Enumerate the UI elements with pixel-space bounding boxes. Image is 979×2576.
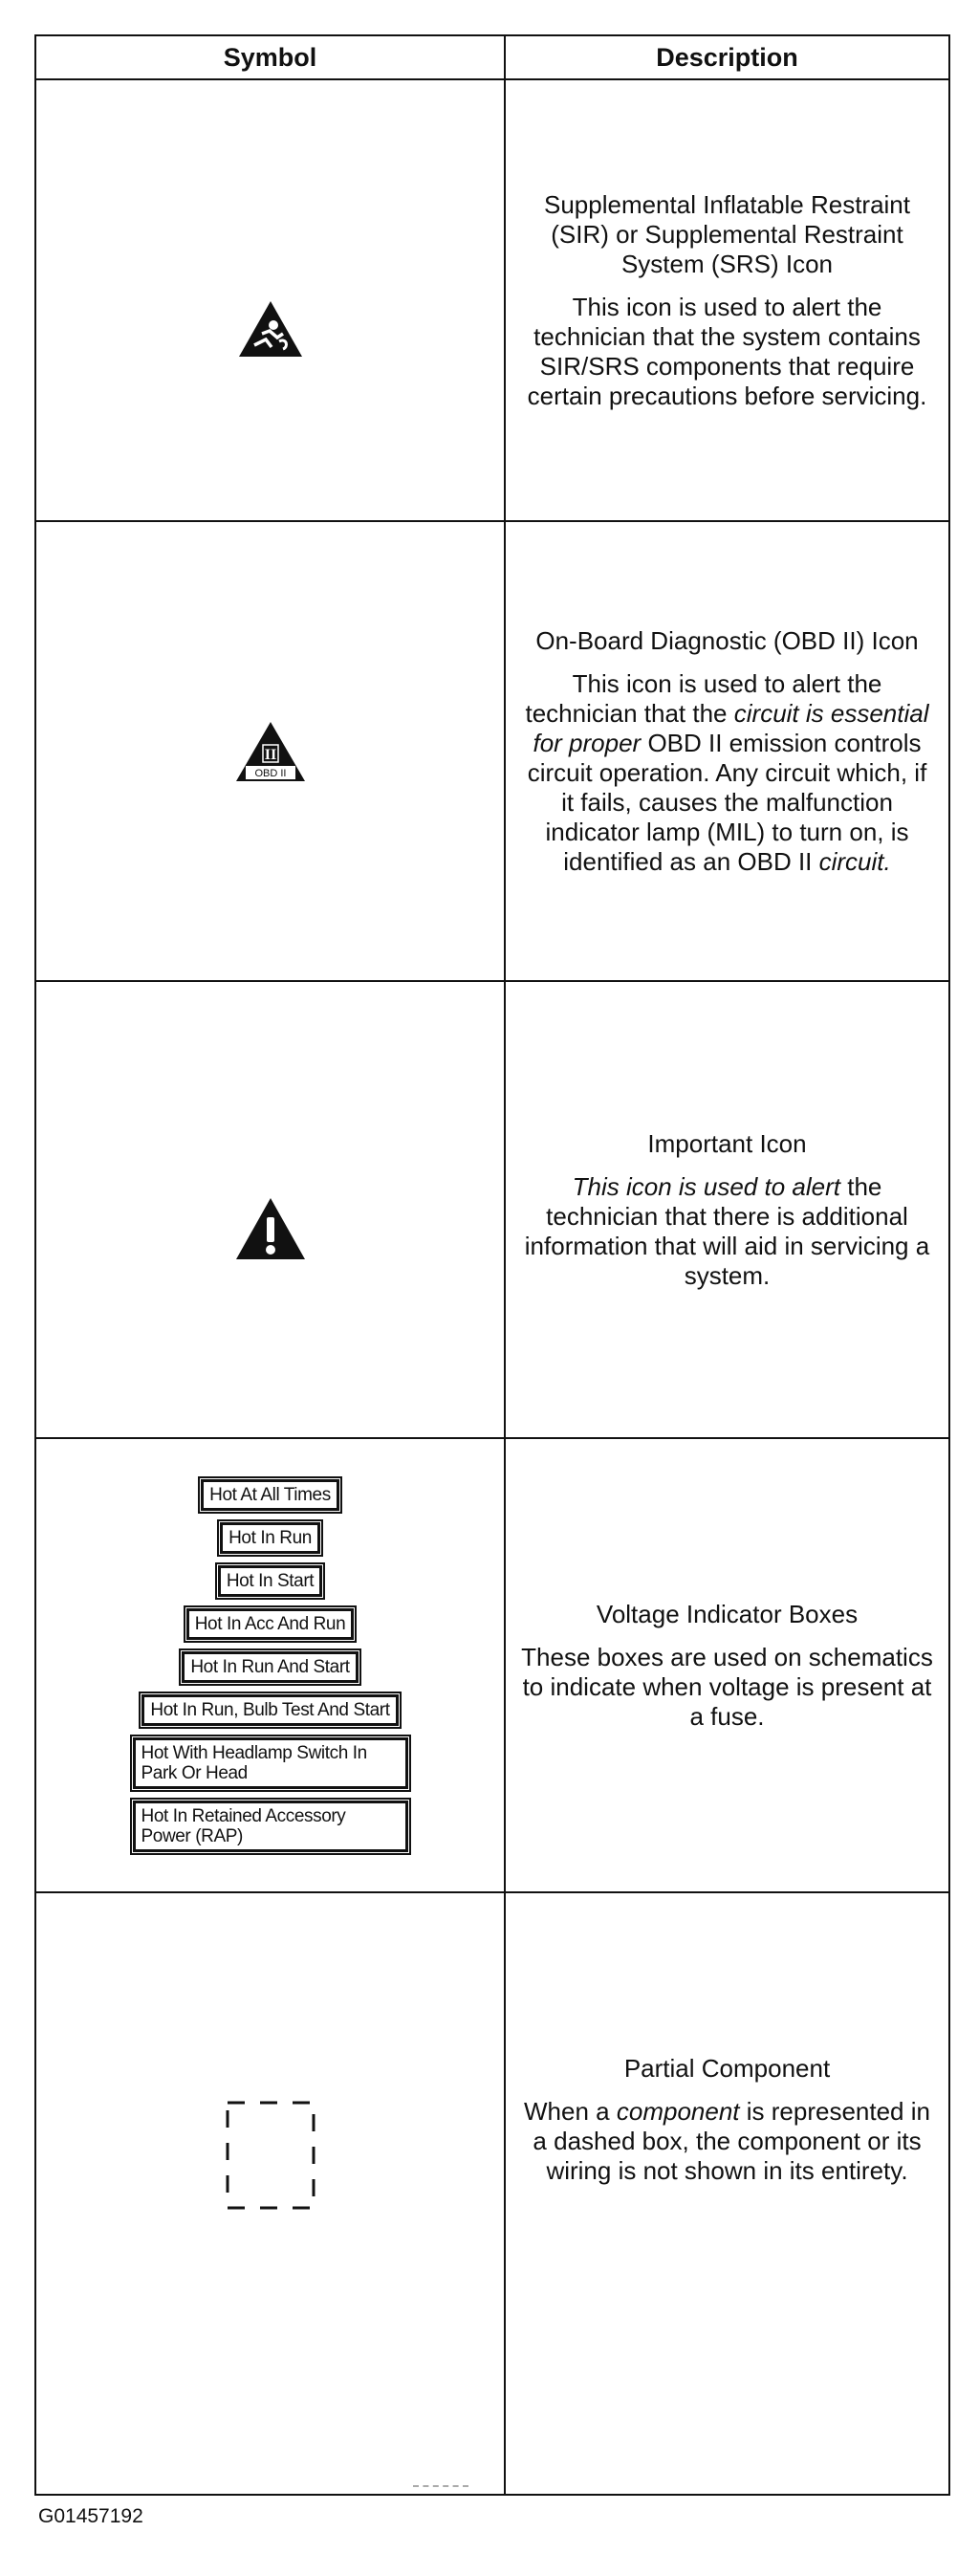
voltage-box: Hot In Run <box>220 1521 320 1554</box>
table-row: Hot At All Times Hot In Run Hot In Start… <box>34 1437 950 1893</box>
voltage-box: Hot In Acc And Run <box>185 1607 355 1640</box>
description-title: Supplemental Inflatable Restraint (SIR) … <box>543 189 910 278</box>
table-row: II OBD II On-Board Diagnostic (OBD II) I… <box>34 520 950 982</box>
description-title: Important Icon <box>647 1128 807 1158</box>
description-title: Partial Component <box>623 2054 831 2083</box>
voltage-box: Hot In Run And Start <box>182 1650 359 1683</box>
obd-icon-label: OBD II <box>254 768 286 779</box>
description-cell: On-Board Diagnostic (OBD II) Icon This i… <box>504 520 950 982</box>
symbol-cell <box>34 1891 506 2496</box>
description-cell: Supplemental Inflatable Restraint (SIR) … <box>504 78 950 522</box>
description-body: When a component is represented in a das… <box>524 2097 930 2185</box>
symbol-cell <box>34 980 506 1439</box>
header-description: Description <box>504 34 950 80</box>
important-exclamation-icon <box>235 1198 305 1259</box>
description-body: This icon is used to alert the technicia… <box>525 668 929 876</box>
description-body: This icon is used to alert the technicia… <box>527 292 927 410</box>
description-body: This icon is used to alert the technicia… <box>524 1171 930 1290</box>
symbol-cell <box>34 78 506 522</box>
svg-text:II: II <box>264 747 275 763</box>
description-cell: Partial Component When a component is re… <box>504 1891 950 2496</box>
description-body: These boxes are used on schematics to in… <box>521 1642 933 1731</box>
voltage-box: Hot At All Times <box>201 1478 339 1511</box>
header-symbol: Symbol <box>34 34 506 80</box>
voltage-box: Hot With Headlamp Switch In Park Or Head <box>132 1736 408 1789</box>
symbol-cell: Hot At All Times Hot In Run Hot In Start… <box>34 1437 506 1893</box>
voltage-box: Hot In Run, Bulb Test And Start <box>141 1693 399 1726</box>
description-title: On-Board Diagnostic (OBD II) Icon <box>535 625 919 655</box>
voltage-box: Hot In Retained Accessory Power (RAP) <box>132 1800 408 1852</box>
symbol-legend-table: Symbol Description Supplemental Infla <box>34 34 950 2496</box>
table-row: Supplemental Inflatable Restraint (SIR) … <box>34 78 950 522</box>
voltage-indicator-boxes: Hot At All Times Hot In Run Hot In Start… <box>36 1478 504 1852</box>
description-title: Voltage Indicator Boxes <box>596 1599 859 1628</box>
symbol-cell: II OBD II <box>34 520 506 982</box>
table-header-row: Symbol Description <box>34 34 950 80</box>
dashed-box-icon <box>226 2101 315 2210</box>
voltage-box: Hot In Start <box>217 1564 323 1597</box>
scan-artifact <box>413 2485 468 2487</box>
obd-ii-warning-icon: II OBD II <box>235 721 305 781</box>
table-row: Important Icon This icon is used to aler… <box>34 980 950 1439</box>
table-row: Partial Component When a component is re… <box>34 1891 950 2496</box>
sir-airbag-warning-icon <box>238 301 302 357</box>
description-cell: Important Icon This icon is used to aler… <box>504 980 950 1439</box>
figure-id: G01457192 <box>38 2505 143 2527</box>
description-cell: Voltage Indicator Boxes These boxes are … <box>504 1437 950 1893</box>
